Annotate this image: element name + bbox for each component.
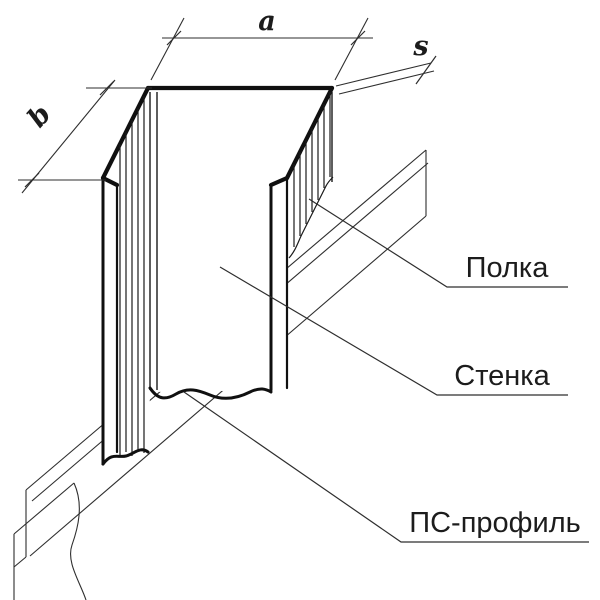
- callout-flange-label: Полка: [466, 252, 550, 284]
- track-front-flange-break-line: [70, 482, 87, 600]
- web-bottom-break-line: [148, 386, 273, 400]
- dim-a-tick-left: [166, 30, 182, 46]
- dim-b-tick-top: [99, 80, 115, 96]
- callout-flange-leader: [308, 198, 568, 288]
- dim-s-tick: [415, 55, 437, 85]
- callout-profile: ПС-профиль: [183, 391, 589, 543]
- callout-flange: Полка: [308, 198, 568, 288]
- callout-web: Стенка: [219, 266, 568, 396]
- track-left-end-bottom-edge: [13, 556, 27, 568]
- dim-a-extension-left: [150, 17, 185, 81]
- right-flange-top-cut-edge: [284, 85, 335, 181]
- dimension-s: s: [335, 31, 437, 95]
- dim-s-label: s: [412, 31, 428, 62]
- right-flange-ribs: [293, 92, 331, 247]
- dim-b-tick-bottom: [24, 172, 40, 188]
- stud-silhouette: [103, 88, 332, 464]
- left-flange-bottom-break-line: [101, 448, 150, 466]
- callout-web-leader: [219, 266, 568, 396]
- right-lip-cut-edge: [268, 175, 290, 188]
- dim-s-extension-2: [338, 70, 435, 95]
- dim-s-extension-1: [335, 62, 432, 87]
- track-front-flange-top-edge: [13, 482, 75, 535]
- callout-profile-leader: [183, 391, 589, 543]
- dim-a-extension-right: [334, 17, 369, 81]
- callout-profile-label: ПС-профиль: [409, 507, 581, 539]
- dim-b-label: b: [22, 99, 58, 134]
- left-lip-cut-edge: [100, 175, 120, 188]
- dim-a-label: a: [258, 6, 276, 37]
- dim-a-tick-right: [350, 30, 366, 46]
- right-flange-break-line: [288, 176, 334, 259]
- dimension-a: a: [150, 6, 373, 81]
- stud-profile: [100, 85, 335, 466]
- left-flange-ribs: [119, 96, 145, 456]
- callout-web-label: Стенка: [454, 360, 550, 392]
